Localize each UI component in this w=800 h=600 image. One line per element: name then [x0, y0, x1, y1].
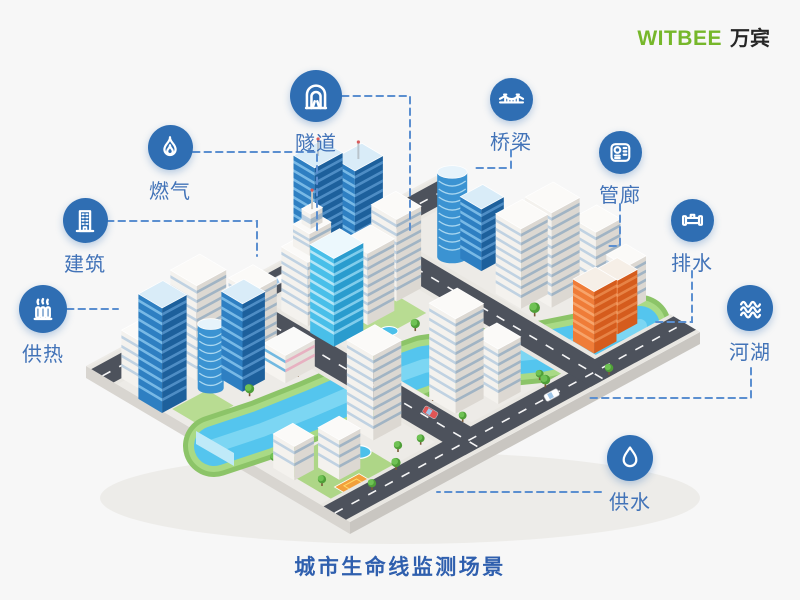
- badge-building: 建筑: [40, 198, 130, 277]
- pipe-icon: [670, 199, 714, 242]
- connector-building: [106, 220, 258, 257]
- connector-gas: [192, 151, 318, 236]
- flame-icon: [147, 125, 193, 170]
- logo-brand: WITBEE: [637, 27, 722, 50]
- badge-drainage: 排水: [647, 199, 737, 276]
- connector-tunnel: [341, 95, 411, 231]
- badge-heating-label: 供热: [22, 344, 64, 366]
- badge-gas-label: 燃气: [149, 181, 191, 203]
- badge-pipe-gallery-label: 管廊: [599, 185, 641, 207]
- badge-water-supply: 供水: [585, 435, 675, 515]
- connector-pipe-gallery: [604, 203, 621, 247]
- badge-drainage-label: 排水: [671, 253, 713, 275]
- connector-lines: [66, 95, 752, 493]
- water-drop-icon: [607, 435, 653, 481]
- waves-icon: [727, 285, 773, 331]
- radiator-icon: [19, 285, 67, 333]
- connector-bridge: [472, 149, 512, 169]
- badge-pipe-gallery: 管廊: [575, 131, 665, 208]
- badge-water-supply-label: 供水: [609, 492, 651, 514]
- badge-tunnel-label: 隧道: [295, 133, 337, 155]
- badge-building-label: 建筑: [64, 254, 106, 276]
- utility-tunnel-icon: [598, 131, 642, 174]
- logo-suffix: 万宾: [730, 28, 770, 50]
- badge-tunnel: 隧道: [271, 70, 361, 156]
- badge-gas: 燃气: [125, 125, 215, 204]
- bridge-icon: [489, 78, 533, 121]
- building-icon: [62, 198, 108, 243]
- tunnel-icon: [290, 70, 342, 122]
- city-illustration: [86, 137, 700, 544]
- badge-bridge-label: 桥梁: [490, 132, 532, 154]
- badge-river-lake: 河湖: [705, 285, 795, 365]
- page-title: 城市生命线监测场景: [294, 556, 506, 579]
- badge-heating: 供热: [0, 285, 88, 367]
- badge-river-lake-label: 河湖: [729, 342, 771, 364]
- badge-bridge: 桥梁: [466, 78, 556, 155]
- connector-drainage: [655, 270, 693, 323]
- logo: WITBEE 万宾: [637, 22, 770, 51]
- connector-river-lake: [587, 367, 752, 399]
